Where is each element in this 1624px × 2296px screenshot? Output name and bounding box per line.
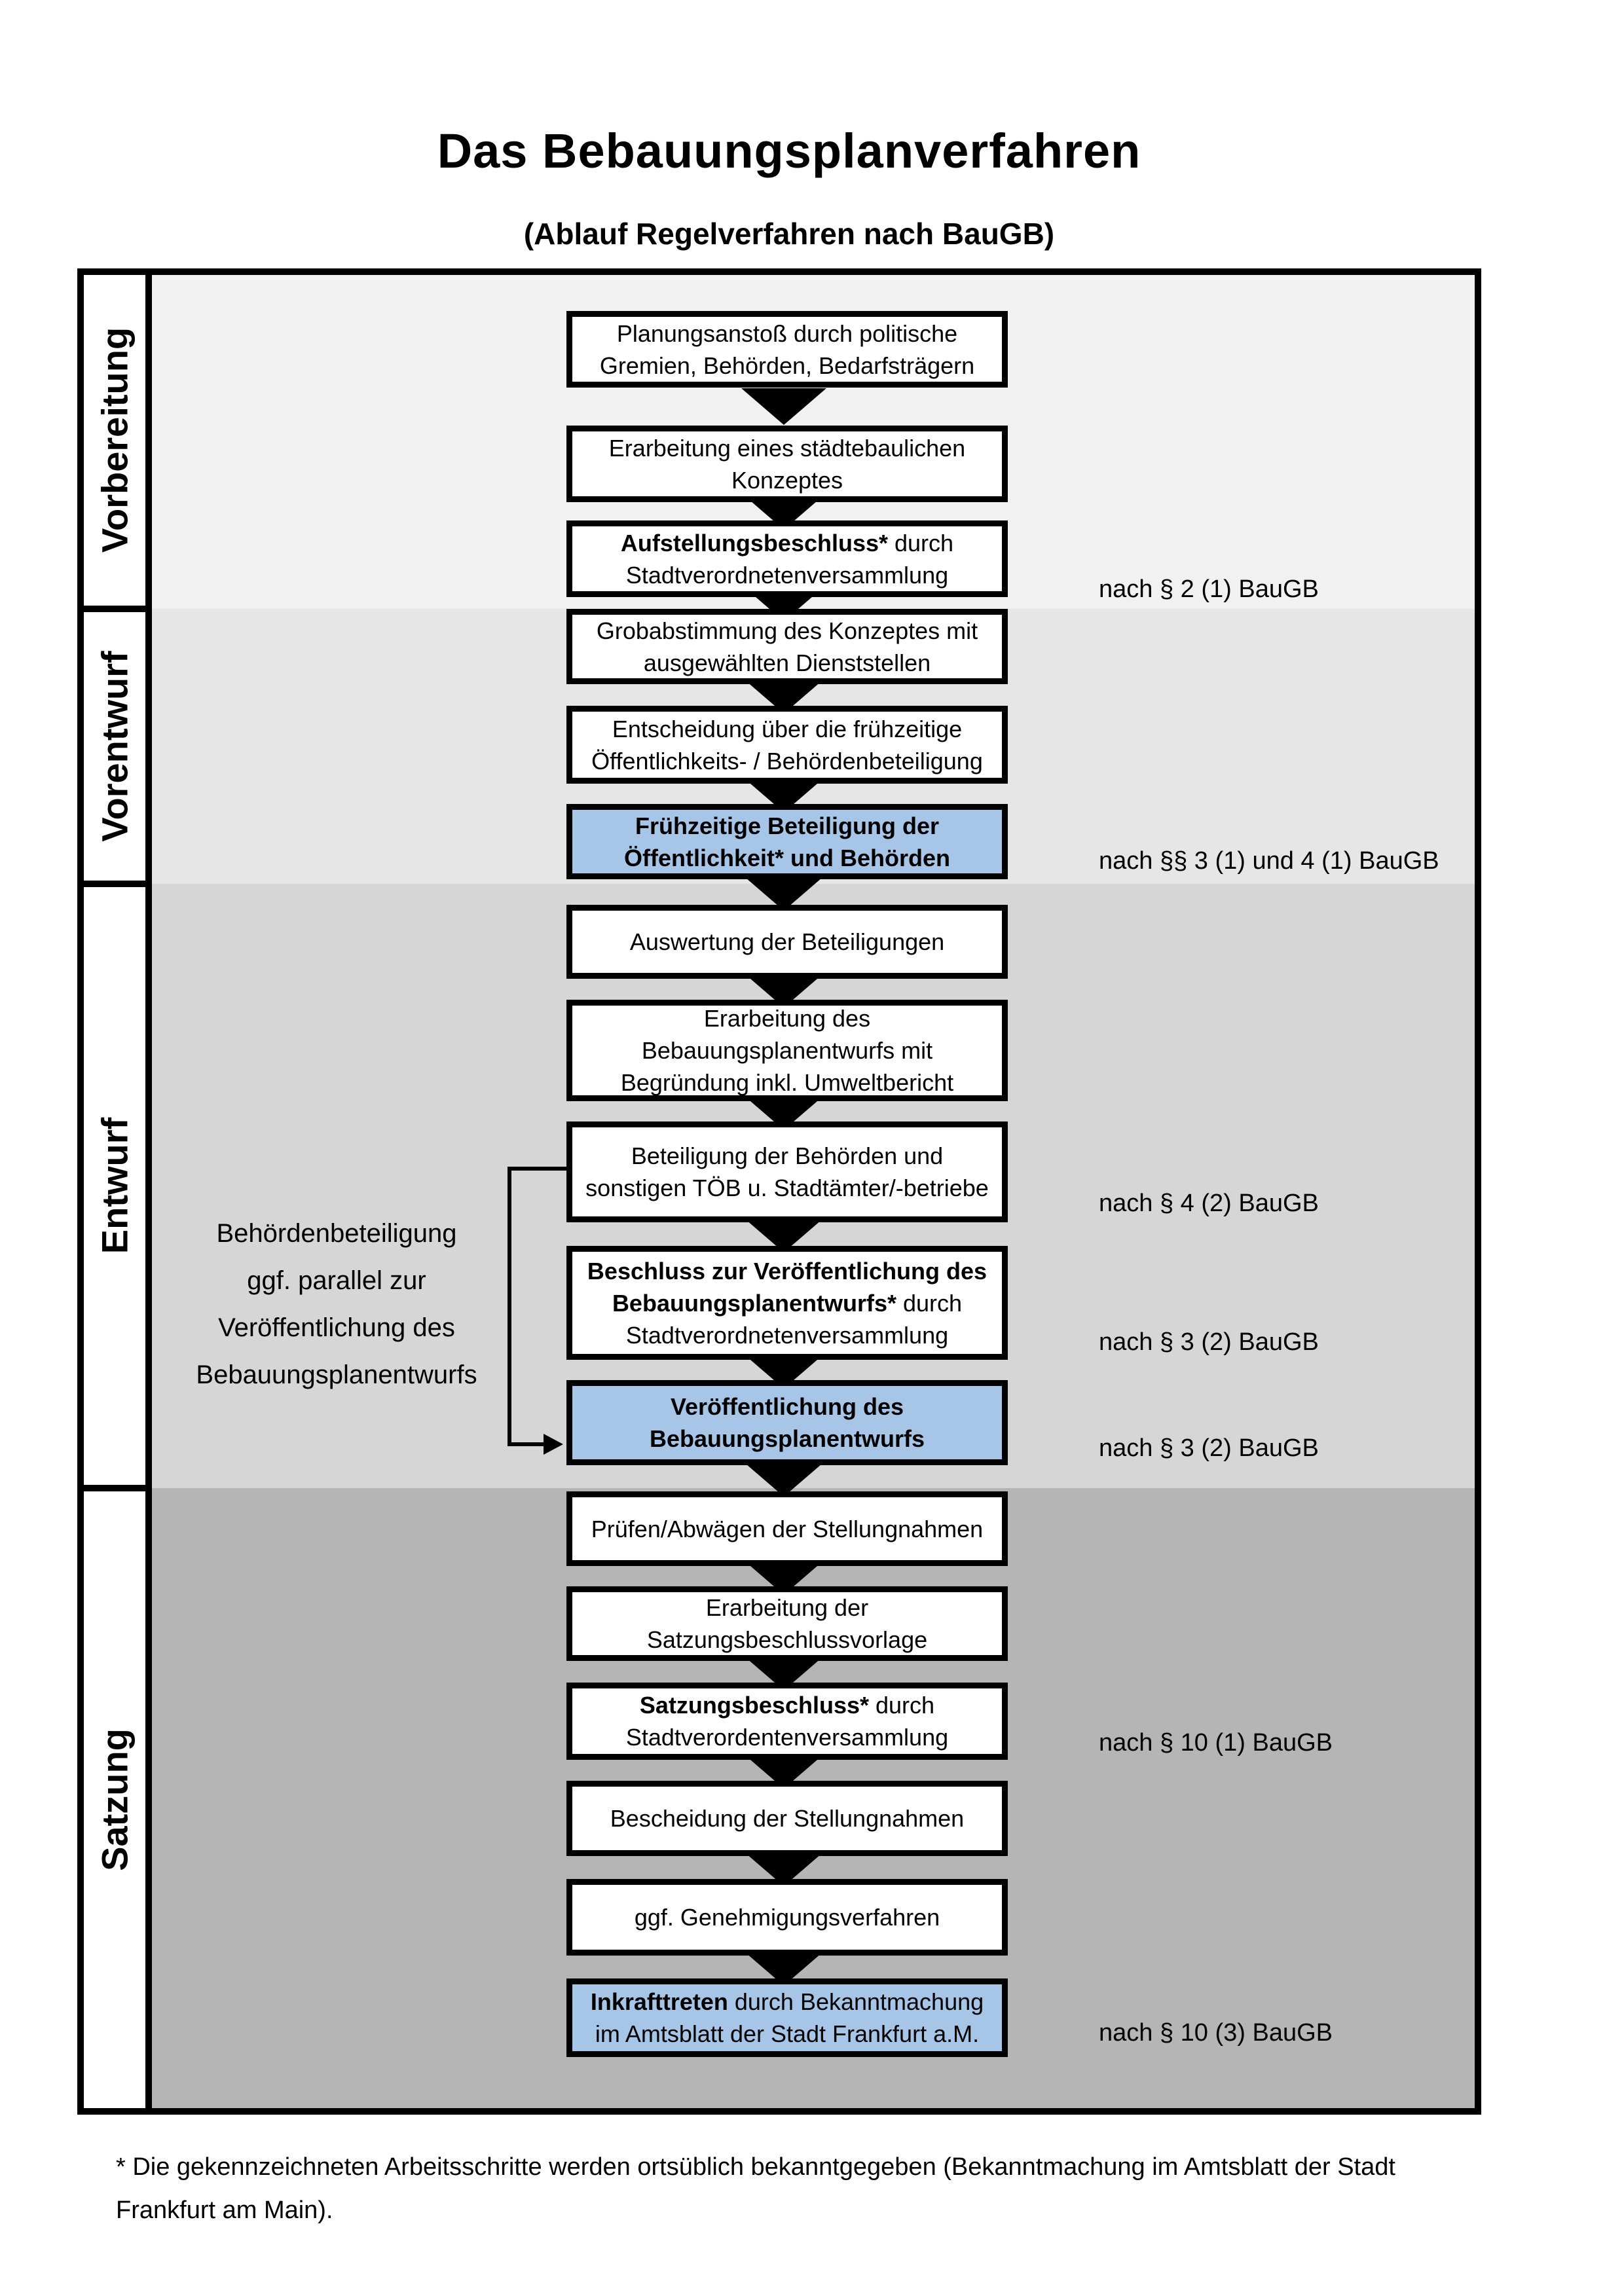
page-title: Das Bebauungsplanverfahren <box>437 124 1141 178</box>
arrow-down-icon <box>741 1460 826 1497</box>
parallel-connector-line <box>507 1167 511 1446</box>
parallel-note-line: ggf. parallel zur <box>247 1266 426 1295</box>
phase-label-satzung: Satzung <box>94 1728 136 1871</box>
legal-reference: nach § 3 (2) BauGB <box>1099 1328 1319 1356</box>
legal-reference: nach §§ 3 (1) und 4 (1) BauGB <box>1099 847 1439 875</box>
legal-reference: nach § 10 (1) BauGB <box>1099 1729 1333 1757</box>
parallel-note-line: Veröffentlichung des <box>218 1313 455 1342</box>
phase-divider-line <box>84 1485 152 1491</box>
parallel-note-line: Behördenbeteiligung <box>216 1219 457 1248</box>
parallel-connector-line <box>507 1442 547 1446</box>
footnote-line-1: * Die gekennzeichneten Arbeitsschritte w… <box>116 2153 1395 2181</box>
process-step: Prüfen/Abwägen der Stellungnahmen <box>566 1491 1008 1566</box>
parallel-note: Behördenbeteiligung ggf. parallel zur Ve… <box>179 1210 494 1398</box>
phase-label-entwurf: Entwurf <box>94 1117 136 1254</box>
phase-label-vorbereitung: Vorbereitung <box>94 327 136 553</box>
arrow-right-icon <box>544 1434 563 1455</box>
process-step: ggf. Genehmigungsverfahren <box>566 1879 1008 1956</box>
legal-reference: nach § 2 (1) BauGB <box>1099 575 1319 603</box>
legal-reference: nach § 3 (2) BauGB <box>1099 1434 1319 1462</box>
phase-label-vorentwurf: Vorentwurf <box>94 651 136 842</box>
phase-column-divider <box>145 275 152 2108</box>
arrow-down-icon <box>741 388 826 425</box>
footnote-line-2: Frankfurt am Main). <box>116 2196 333 2224</box>
legal-reference: nach § 10 (3) BauGB <box>1099 2019 1333 2047</box>
process-step: Bescheidung der Stellungnahmen <box>566 1781 1008 1856</box>
phase-divider-line <box>84 606 152 612</box>
page-subtitle: (Ablauf Regelverfahren nach BauGB) <box>523 217 1055 251</box>
process-step: Auswertung der Beteiligungen <box>566 905 1008 979</box>
phase-column <box>84 275 145 2108</box>
parallel-connector-line <box>507 1167 566 1171</box>
phase-divider-line <box>84 881 152 887</box>
parallel-note-line: Bebauungsplanentwurfs <box>196 1360 477 1389</box>
arrow-down-icon <box>741 873 826 911</box>
legal-reference: nach § 4 (2) BauGB <box>1099 1190 1319 1217</box>
